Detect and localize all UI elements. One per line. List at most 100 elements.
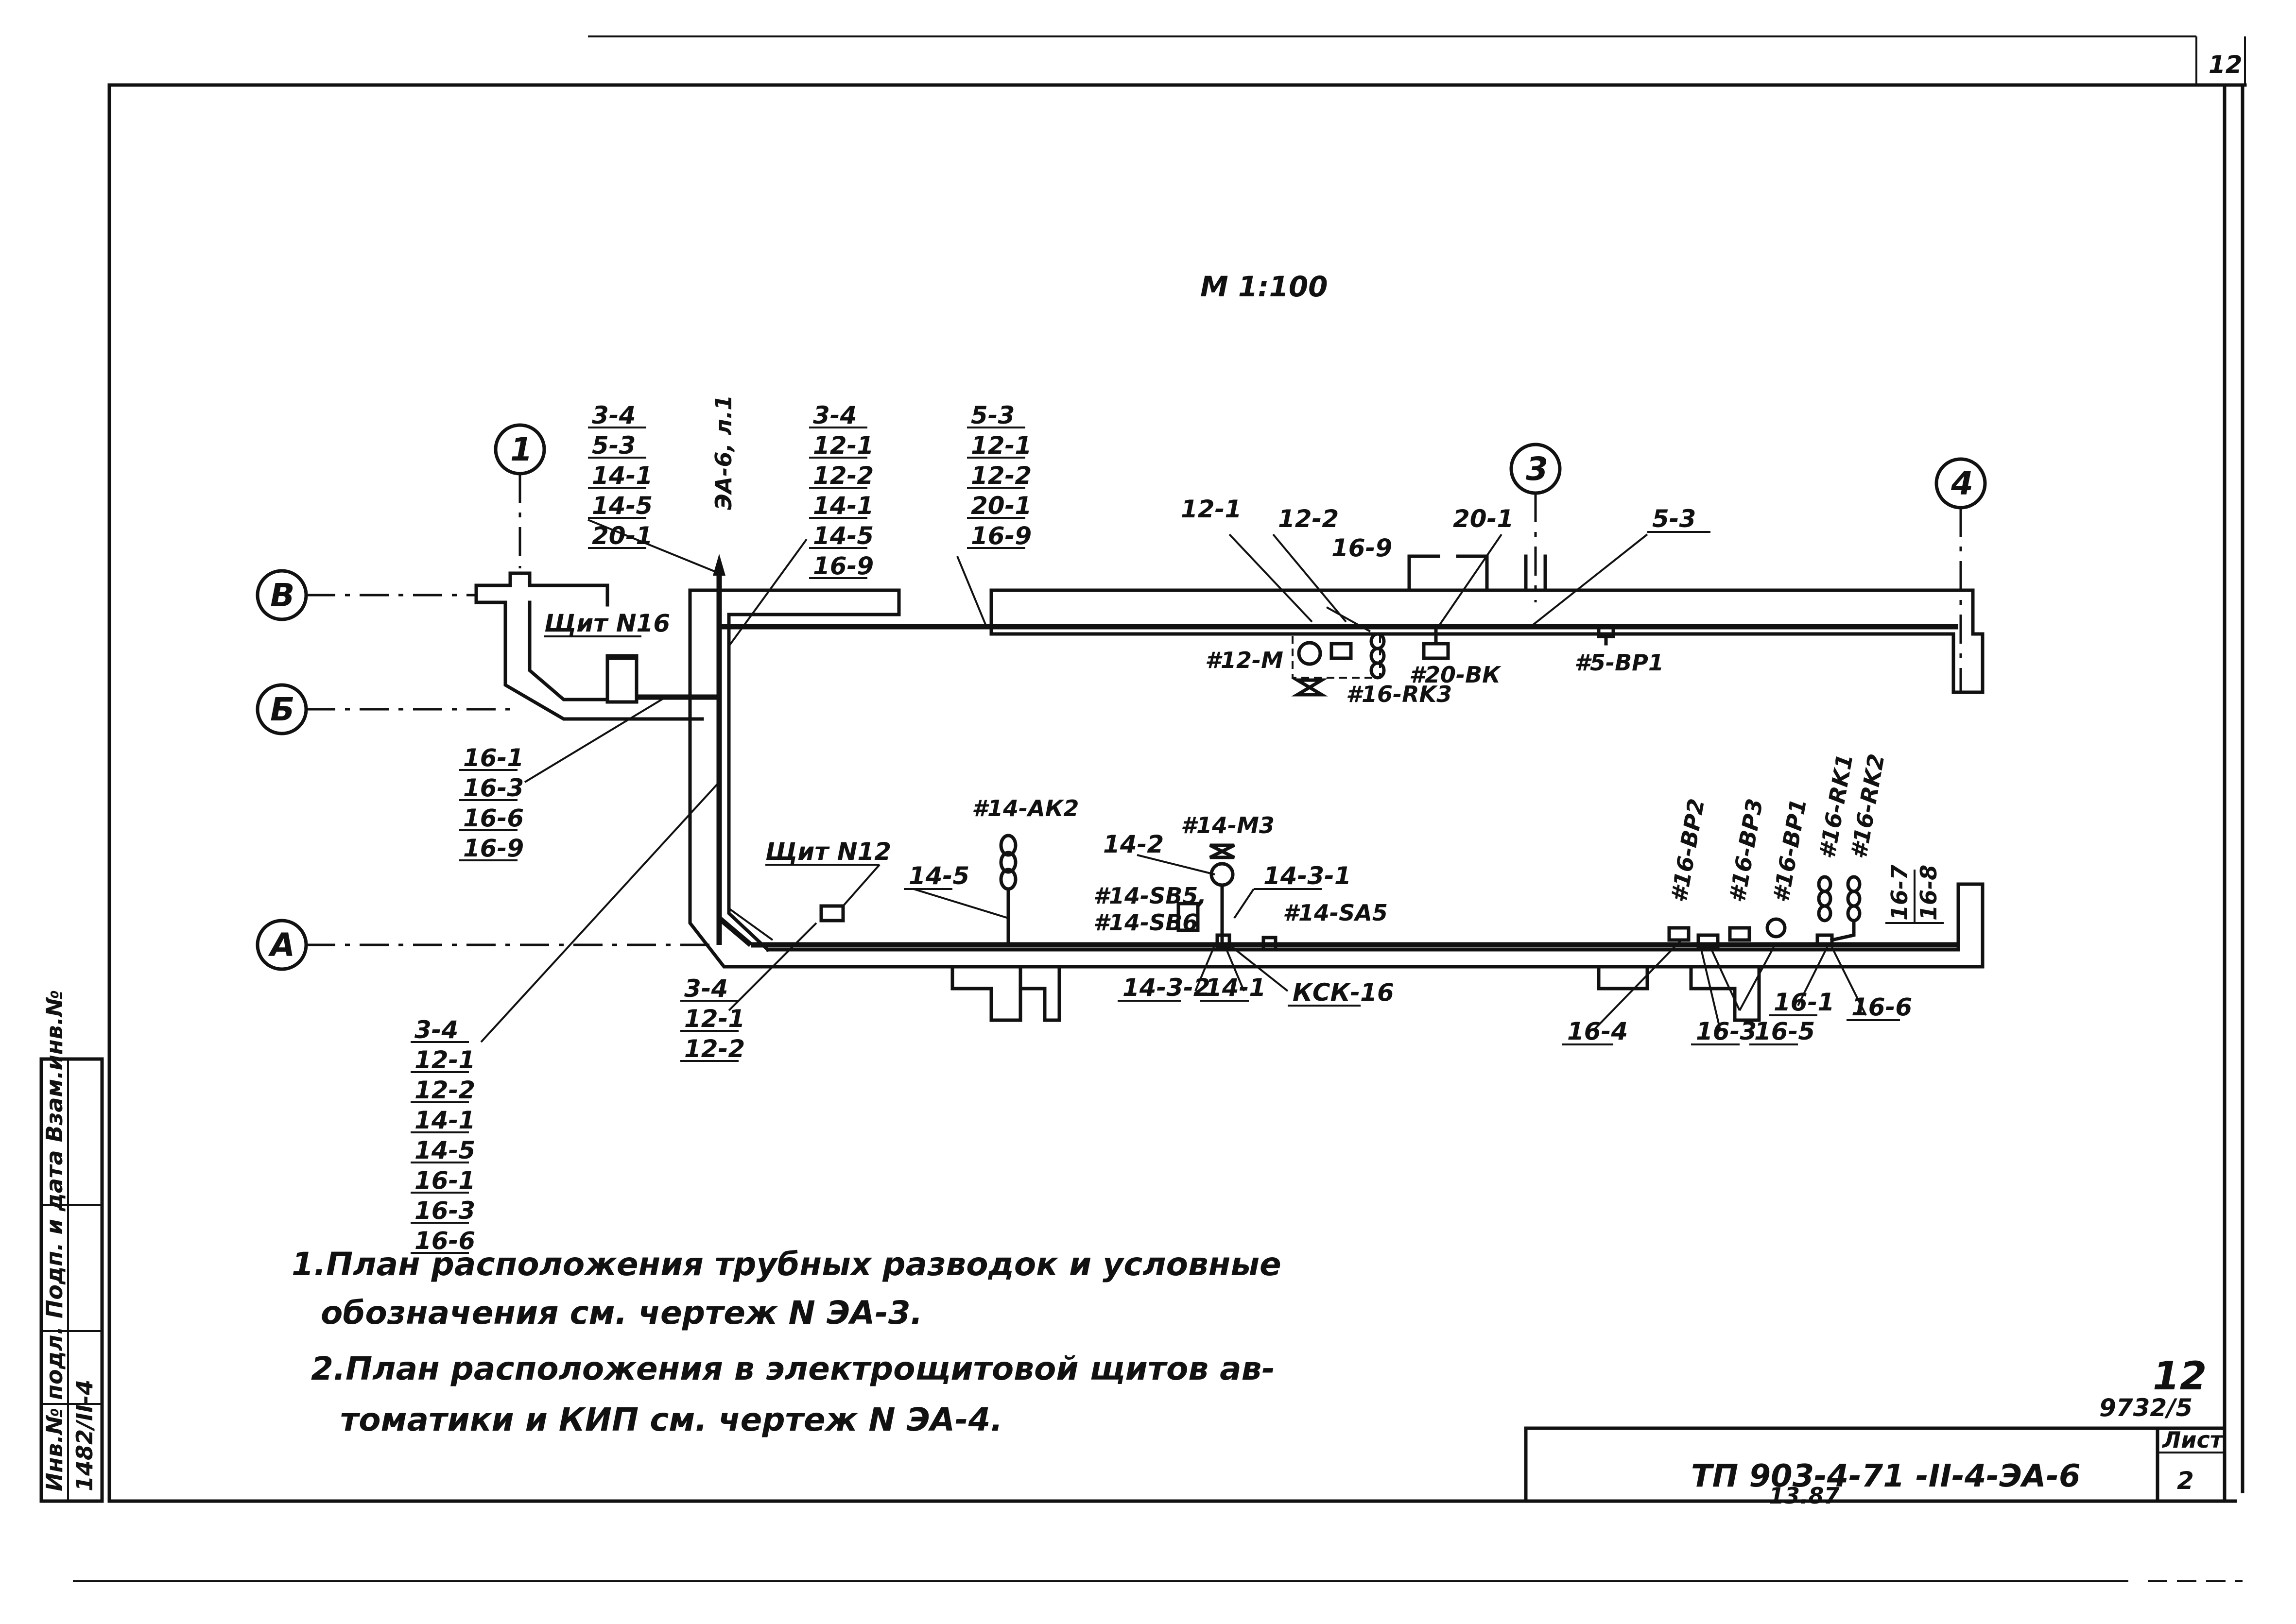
stack-entry: 16-1 — [414, 1166, 475, 1195]
axis-V: В — [270, 577, 294, 614]
stack-entry: 12-2 — [813, 462, 874, 490]
stack-entry: 12-1 — [813, 431, 874, 460]
stack-entry: 14-5 — [592, 492, 653, 520]
device-5-BP1: #5-ВР1 — [1574, 650, 1664, 676]
drawing-frame: 12 — [73, 35, 2247, 1582]
stack-entry: 14-1 — [592, 462, 653, 490]
panel-12-label: Щит N12 — [765, 838, 891, 866]
axis-1: 1 — [510, 431, 533, 468]
label-stacks: 3-45-314-114-520-1 3-412-112-214-114-516… — [411, 401, 1032, 1255]
riser-reference: ЭА-6, л.1 — [710, 395, 737, 510]
stack-entry: 12-1 — [684, 1005, 745, 1033]
label-stack-1: 3-45-314-114-520-1 — [588, 401, 653, 550]
stack-entry: 3-4 — [813, 401, 857, 429]
scale-label: М 1:100 — [1200, 270, 1328, 303]
device-16-RK3: #16-RK3 — [1346, 681, 1452, 707]
building-walls — [474, 554, 1985, 1022]
label-stack-6: 3-412-112-2 — [680, 974, 745, 1063]
upper-devices — [1228, 533, 1648, 697]
note-2-line-1: 2.План расположения в электрощитовой щит… — [311, 1350, 1275, 1387]
label-stack-2: 3-412-112-214-114-516-9 — [809, 401, 874, 580]
side-stamp-label: Инв.№ подл. Подп. и дата Взам.инв.№ — [41, 990, 68, 1491]
device-16-BP1: #16-ВР1 — [1768, 797, 1812, 905]
stack-entry: 16-6 — [463, 804, 524, 832]
label-16-8: 16-8 — [1916, 865, 1942, 921]
lower-devices — [913, 834, 1867, 1031]
stack-entry: 3-4 — [592, 401, 636, 429]
stack-leaders — [480, 519, 987, 1043]
stack-entry: 16-3 — [463, 774, 524, 802]
panel-12: Щит N12 — [765, 838, 891, 923]
axis-A: А — [268, 926, 295, 964]
label-16-5: 16-5 — [1754, 1017, 1815, 1045]
label-16-4: 16-4 — [1567, 1017, 1628, 1045]
stack-entry: 16-9 — [971, 522, 1032, 550]
label-5-3: 5-3 — [1652, 505, 1696, 533]
cable-runs — [637, 554, 1958, 948]
stack-entry: 14-5 — [414, 1136, 475, 1164]
grid-axes: 1 3 4 В Б А — [256, 423, 1987, 971]
axis-4: 4 — [1951, 465, 1973, 502]
label-16-7: 16-7 — [1886, 865, 1913, 921]
stack-entry: 12-2 — [684, 1035, 745, 1063]
note-2-line-2: томатики и КИП см. чертеж N ЭА-4. — [340, 1401, 1002, 1438]
sheet-number-large: 12 — [2153, 1353, 2207, 1399]
device-16-BP2: #16-ВР2 — [1666, 797, 1710, 905]
stack-entry: 12-1 — [971, 431, 1032, 460]
label-12-2: 12-2 — [1278, 505, 1339, 533]
label-14-3-1: 14-3-1 — [1263, 862, 1351, 890]
label-20-1: 20-1 — [1453, 505, 1514, 533]
title-block: 12 9732/5 ТП 903-4-71 -II-4-ЭА-6 13.87 Л… — [1524, 1353, 2227, 1509]
stack-entry: 12-2 — [971, 462, 1032, 490]
label-14-3-2: 14-3-2 — [1122, 974, 1210, 1002]
device-12-M: #12-М — [1205, 647, 1283, 673]
stack-entry: 14-5 — [813, 522, 874, 550]
sheet-value: 2 — [2177, 1467, 2194, 1495]
sheet-label: Лист — [2161, 1427, 2224, 1453]
label-14-1: 14-1 — [1205, 974, 1266, 1002]
stack-entry: 3-4 — [684, 974, 728, 1003]
label-16-1: 16-1 — [1774, 988, 1834, 1016]
stack-entry: 16-1 — [463, 744, 524, 772]
device-14-SA5: #14-SA5 — [1283, 900, 1388, 926]
general-notes: 1.План расположения трубных разводок и у… — [292, 1246, 1281, 1438]
label-14-5: 14-5 — [909, 862, 969, 890]
stack-entry: 14-1 — [813, 492, 874, 520]
archive-number: 9732/5 — [2099, 1394, 2192, 1422]
device-14-SB6: #14-SB6 — [1093, 909, 1198, 936]
stack-entry: 12-1 — [414, 1046, 475, 1074]
axis-B: Б — [270, 691, 294, 728]
stack-entry: 16-3 — [414, 1197, 475, 1225]
device-20-BK: #20-ВК — [1409, 662, 1502, 688]
panel-16: Щит N16 — [544, 609, 670, 704]
stack-entry: 16-9 — [813, 552, 874, 580]
side-stamp-value: 1482/II-4 — [71, 1380, 98, 1491]
label-stack-4: 16-116-316-616-9 — [459, 744, 524, 862]
device-16-BP3: #16-ВР3 — [1724, 797, 1768, 905]
label-stack-5: 3-412-112-214-114-516-116-316-6 — [411, 1016, 475, 1255]
stack-entry: 5-3 — [592, 431, 636, 460]
panel-16-label: Щит N16 — [544, 609, 670, 637]
label-12-1: 12-1 — [1181, 495, 1242, 523]
label-stack-3: 5-312-112-220-116-9 — [967, 401, 1032, 550]
stack-entry: 16-6 — [414, 1227, 475, 1255]
label-16-9: 16-9 — [1331, 534, 1392, 562]
side-stamp: Инв.№ подл. Подп. и дата Взам.инв.№ 1482… — [39, 990, 104, 1503]
label-14-2: 14-2 — [1103, 830, 1164, 858]
stack-entry: 12-2 — [414, 1076, 475, 1104]
label-16-3: 16-3 — [1696, 1017, 1757, 1045]
corner-sheet-number: 12 — [2209, 51, 2243, 79]
document-designation: ТП 903-4-71 -II-4-ЭА-6 — [1691, 1458, 2081, 1494]
stack-entry: 16-9 — [463, 834, 524, 862]
label-KCK-16: КСК-16 — [1293, 978, 1394, 1007]
stack-entry: 5-3 — [971, 401, 1015, 429]
note-1-line-2: обозначения см. чертеж N ЭА-3. — [321, 1294, 923, 1332]
document-subcode: 13.87 — [1769, 1483, 1840, 1509]
stack-entry: 20-1 — [971, 492, 1032, 520]
stack-entry: 14-1 — [414, 1106, 475, 1134]
device-14-SB5: #14-SB5, — [1093, 883, 1207, 909]
device-labels: 12-1 12-2 16-9 20-1 5-3 #12-М #16-RK3 #2… — [904, 495, 1944, 1045]
device-14-M3: #14-М3 — [1181, 812, 1275, 838]
note-1-line-1: 1.План расположения трубных разводок и у… — [292, 1246, 1281, 1283]
